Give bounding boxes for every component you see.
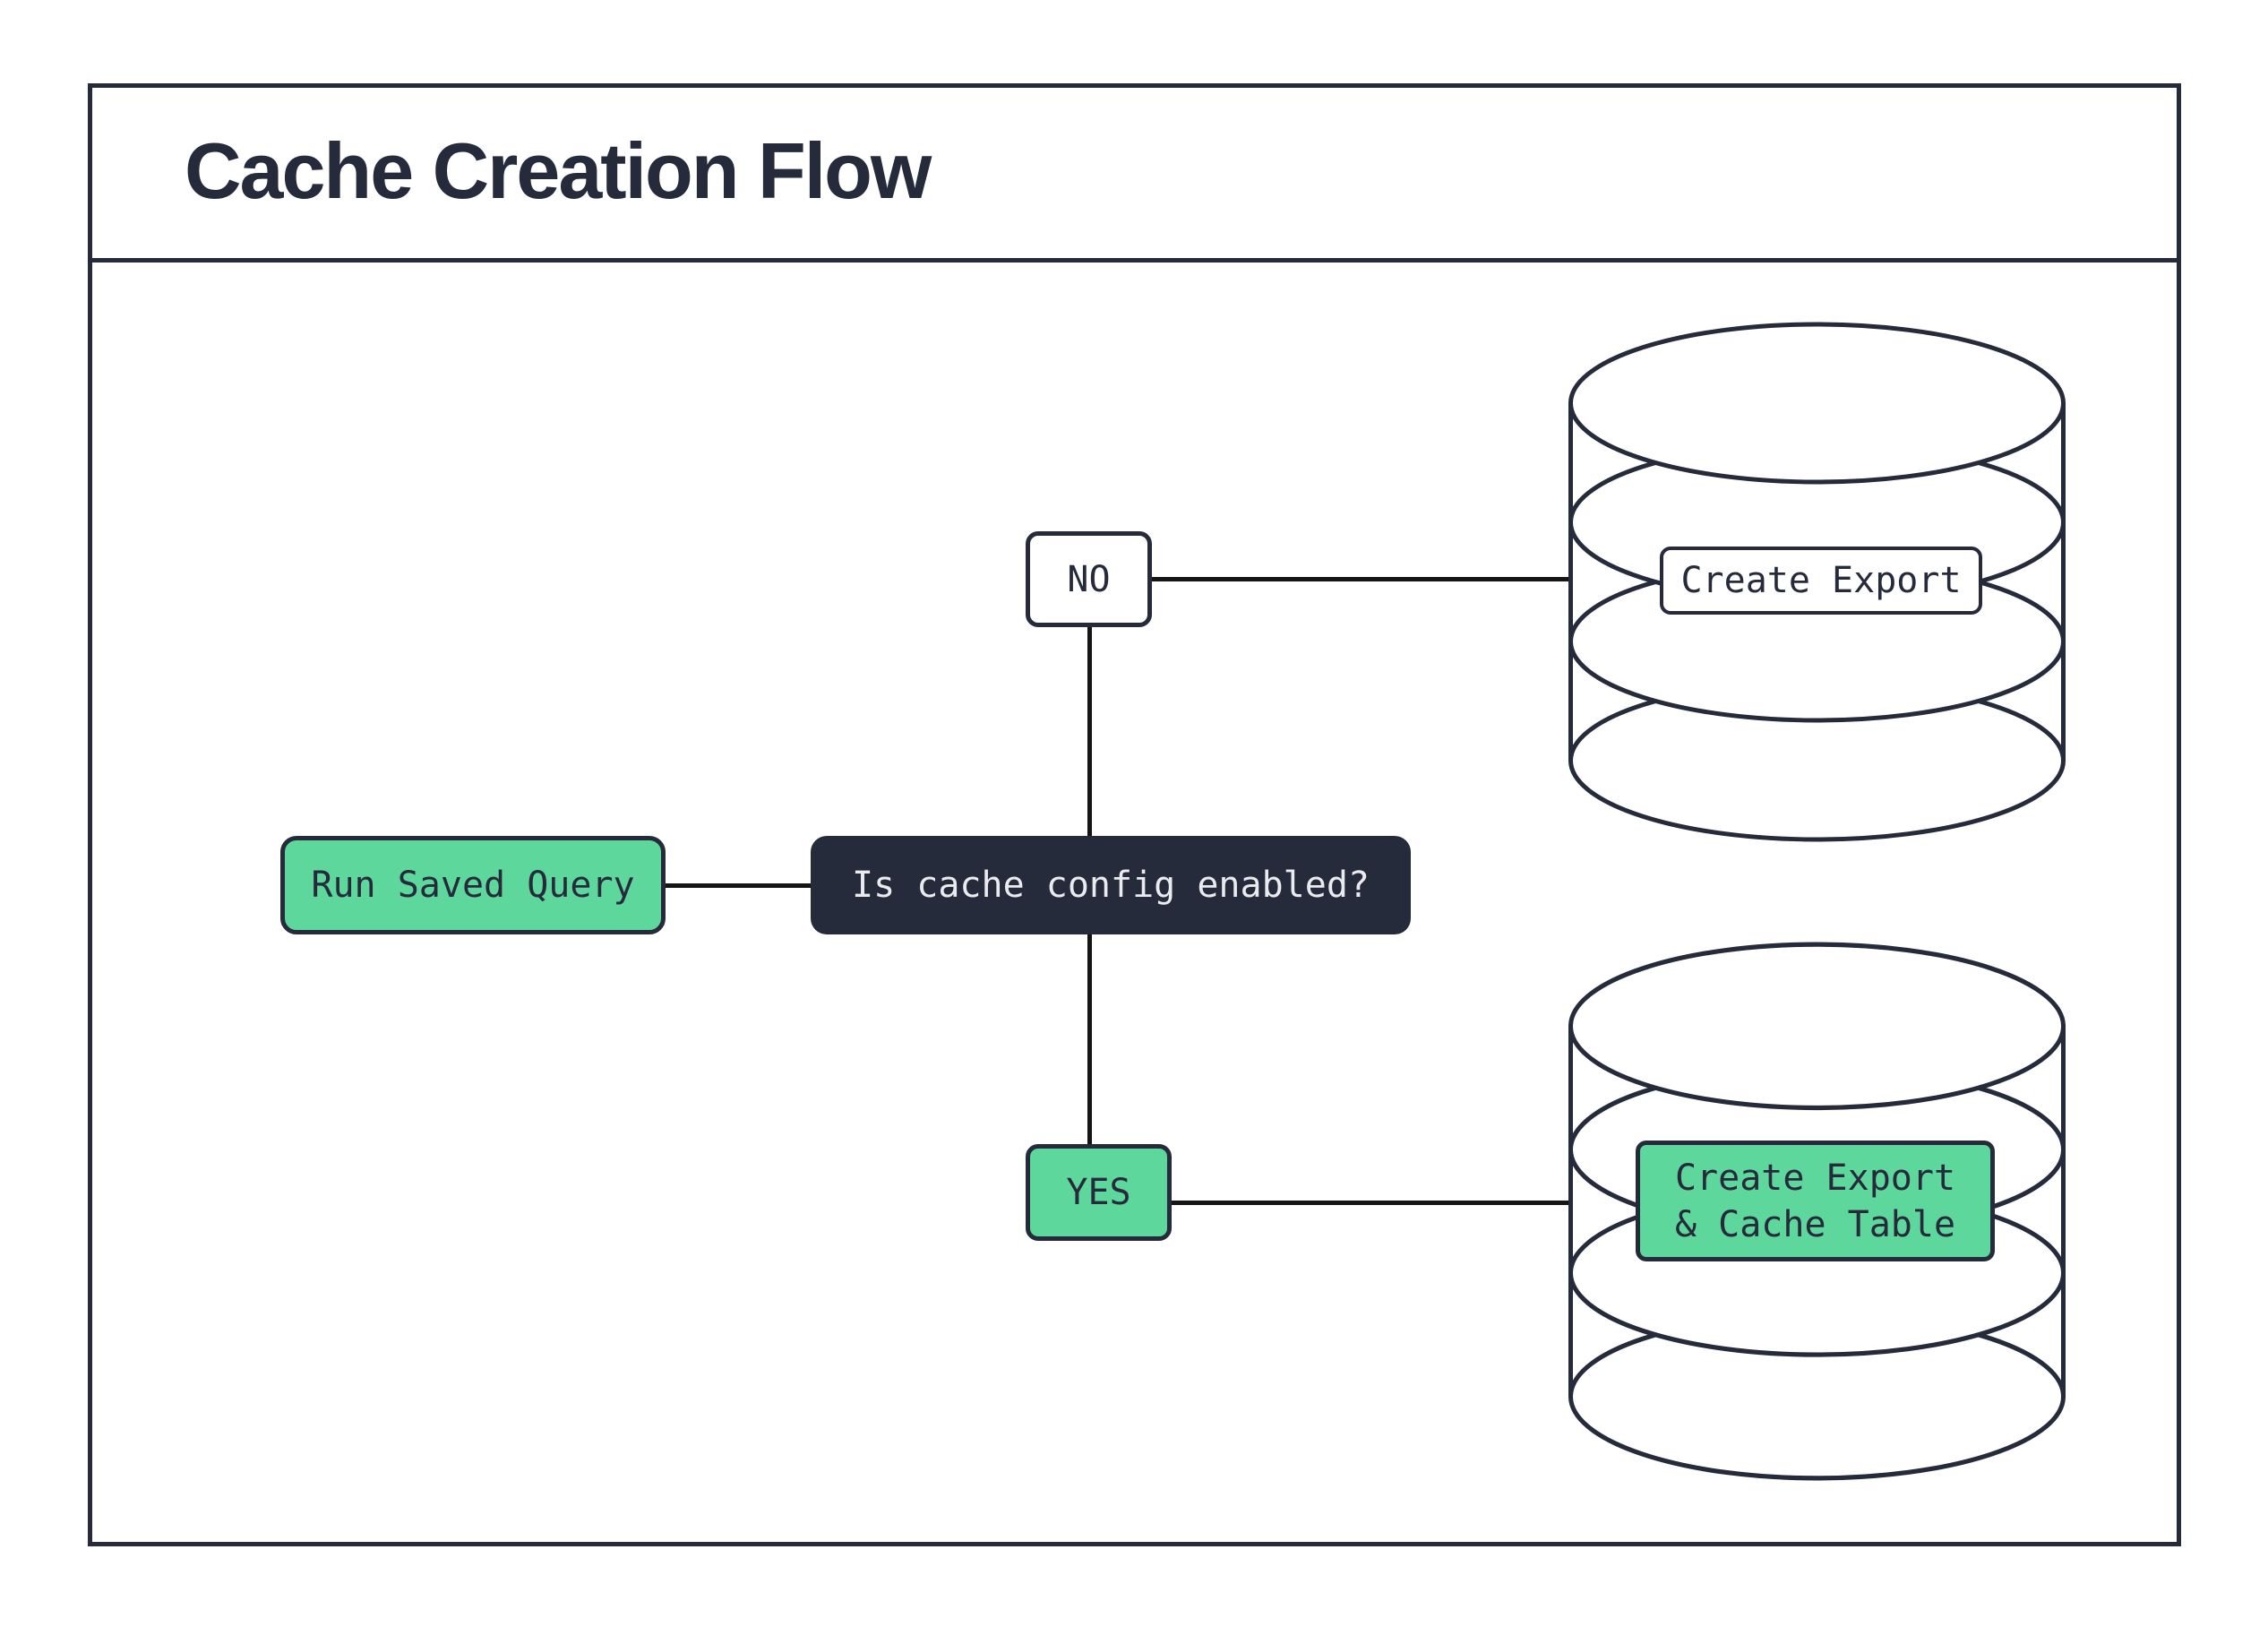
- connector-decision-to-no: [1087, 627, 1092, 836]
- node-branch-yes: YES: [1026, 1144, 1172, 1241]
- node-run-saved-query: Run Saved Query: [280, 836, 666, 934]
- connector-yes-to-database: [1172, 1201, 1569, 1205]
- label-create-export-cache-line2: & Cache Table: [1674, 1203, 1956, 1245]
- node-decision-label: Is cache config enabled?: [852, 865, 1370, 906]
- label-create-export: Create Export: [1660, 547, 1982, 615]
- database-cylinder-icon: [1568, 322, 2066, 842]
- node-run-saved-query-label: Run Saved Query: [311, 865, 635, 906]
- page-title: Cache Creation Flow: [185, 125, 932, 215]
- diagram-header: Cache Creation Flow: [88, 83, 2181, 263]
- node-branch-no-label: NO: [1067, 558, 1111, 600]
- node-decision-cache-config: Is cache config enabled?: [811, 836, 1411, 934]
- connector-start-to-decision: [666, 883, 811, 888]
- label-create-export-cache-line1: Create Export: [1674, 1157, 1956, 1199]
- connector-decision-to-yes: [1087, 934, 1092, 1144]
- node-branch-yes-label: YES: [1066, 1172, 1131, 1213]
- label-create-export-cache-table: Create Export & Cache Table: [1636, 1141, 1995, 1261]
- node-branch-no: NO: [1026, 531, 1152, 627]
- label-create-export-text: Create Export: [1680, 560, 1962, 601]
- database-icon-export: [1568, 321, 2066, 842]
- connector-no-to-database: [1152, 577, 1569, 581]
